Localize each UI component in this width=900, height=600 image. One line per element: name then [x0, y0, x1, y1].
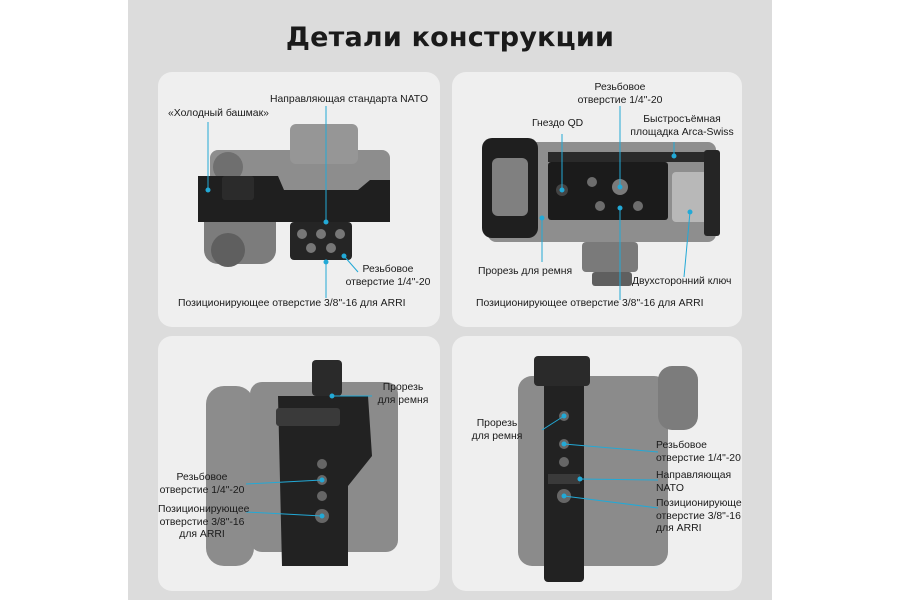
infographic-canvas: Детали конструкции: [128, 0, 772, 600]
label-strap-line1: Прорезь: [382, 382, 424, 393]
label-thread-line1: Резьбовое: [594, 82, 646, 93]
cold-shoe-mount: [222, 176, 254, 200]
label-arri-line2: отверстие 3/8"-16: [159, 516, 245, 528]
label-nato-line1: Направляющая: [656, 470, 732, 481]
label-thread-line1: Резьбовое: [656, 440, 707, 451]
lens: [206, 386, 254, 566]
label-arri: Позиционирующее отверстие 3/8"-16 для AR…: [158, 504, 250, 542]
camera-body: [518, 376, 668, 566]
nato-rail-strip: [548, 474, 580, 484]
label-arri-line3: для ARRI: [179, 529, 225, 540]
label-thread-line1: Резьбовое: [176, 472, 228, 483]
panel-top-view: «Холодный башмак» Направляющая стандарта…: [158, 72, 440, 327]
right-view-illustration: [518, 356, 698, 582]
top-view-illustration: [198, 106, 390, 298]
lock-plate: [276, 408, 340, 426]
label-dual-key: Двухсторонний ключ: [632, 276, 732, 287]
label-arri-line3: для ARRI: [656, 523, 702, 534]
dual-key: [672, 172, 708, 222]
top-mount: [534, 356, 590, 386]
label-arri-line1: Позиционирующее: [158, 504, 250, 515]
label-arri: Позиционирующее отверстие 3/8"-16 для AR…: [476, 298, 704, 309]
label-arca-line2: площадка Arca-Swiss: [630, 126, 734, 138]
label-arri: Позиционирующее отверстие 3/8"-16 для AR…: [656, 498, 742, 536]
lens: [658, 366, 698, 430]
label-thread-line2: отверстие 1/4"-20: [159, 484, 245, 496]
lens-mount: [582, 242, 638, 272]
label-strap-line2: для ремня: [471, 430, 523, 442]
panel-bottom-view: Резьбовое отверстие 1/4"-20 Гнездо QD Бы…: [452, 72, 742, 327]
label-strap-line2: для ремня: [377, 394, 429, 406]
viewfinder: [290, 124, 358, 164]
label-thread-line2: отверстие 1/4"-20: [577, 94, 663, 106]
label-cold-shoe: «Холодный башмак»: [168, 108, 269, 119]
bottom-view-illustration: [482, 106, 720, 300]
label-nato-rail: Направляющая стандарта NATO: [270, 94, 429, 105]
label-arri-line2: отверстие 3/8"-16: [656, 510, 741, 522]
top-handle-mount: [312, 360, 342, 396]
label-thread-hole: Резьбовое отверстие 1/4"-20: [570, 82, 670, 107]
top-rail: [548, 152, 718, 162]
label-arri-line1: Позиционирующее: [656, 498, 742, 509]
right-clamp: [704, 150, 720, 236]
eyecup: [592, 272, 632, 286]
label-strap-slot: Прорезь для ремня: [478, 266, 573, 277]
label-thread-hole: Резьбовое отверстие 1/4"-20: [338, 264, 438, 289]
label-strap-line1: Прорезь: [476, 418, 518, 429]
panel-right-view: Прорезь для ремня Резьбовое отверстие 1/…: [452, 336, 742, 591]
label-thread-line1: Резьбовое: [362, 264, 414, 275]
control-dial: [211, 233, 245, 267]
label-qd-socket: Гнездо QD: [532, 118, 584, 129]
label-arca-plate: Быстросъёмная площадка Arca-Swiss: [624, 114, 740, 139]
label-arri: Позиционирующее отверстие 3/8"-16 для AR…: [178, 298, 406, 309]
mode-dial: [213, 152, 243, 182]
label-thread-line2: отверстие 1/4"-20: [656, 452, 741, 464]
label-thread-hole: Резьбовое отверстие 1/4"-20: [158, 472, 246, 497]
label-nato-line2: NATO: [656, 482, 684, 494]
label-thread-line2: отверстие 1/4"-20: [345, 276, 431, 288]
label-strap-slot: Прорезь для ремня: [452, 418, 542, 443]
battery-door: [492, 158, 528, 216]
page-title: Детали конструкции: [285, 22, 615, 53]
panel-left-view: Прорезь для ремня Резьбовое отверстие 1/…: [158, 336, 440, 591]
left-view-illustration: [206, 360, 398, 566]
label-strap-slot: Прорезь для ремня: [368, 382, 438, 407]
label-nato-rail: Направляющая NATO: [656, 470, 731, 495]
label-thread-hole: Резьбовое отверстие 1/4"-20: [656, 440, 741, 465]
label-arca-line1: Быстросъёмная: [643, 114, 721, 125]
